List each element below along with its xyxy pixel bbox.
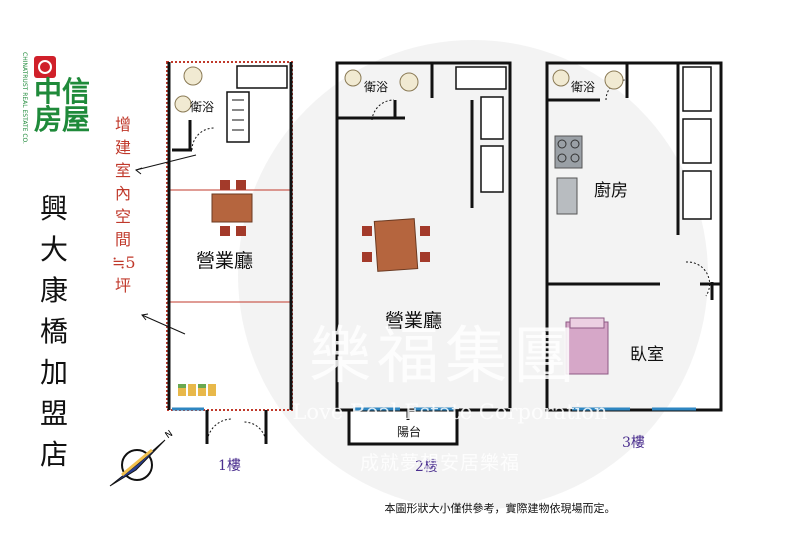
watermark-slogan: 成就夢想安居樂福 [359, 452, 520, 474]
floor-1-stair-upper [236, 65, 288, 89]
store-title: 興大康橋加盟店 [39, 192, 68, 471]
floor-3-label: 3樓 [622, 435, 645, 451]
floor-1-business-hall-label: 營業廳 [196, 250, 254, 272]
floor-1-door-swing [191, 127, 215, 151]
floor-2-toilet-icon [399, 72, 419, 92]
floor-2-balcony-label: 陽台 [397, 425, 422, 439]
floor-3-stove-icon [554, 135, 583, 169]
extension-note: 增建室內空間≒5坪 [112, 115, 136, 295]
watermark-name: 樂福集團 [308, 319, 581, 392]
floor-2-bathroom-label: 衛浴 [364, 80, 389, 94]
floor-3-bathroom-label: 衛浴 [571, 80, 596, 94]
floor-3-bedroom-label: 臥室 [630, 345, 664, 365]
floor-1-toilet-icon [183, 66, 203, 86]
floor-2-plan [335, 61, 512, 446]
floor-3-outline [545, 61, 723, 412]
floor-1-plan [134, 61, 293, 445]
floor-3-bedroom-door [685, 261, 711, 297]
floor-1-chairs-icon [178, 384, 216, 396]
disclaimer-text: 本圖形狀大小僅供參考，實際建物依現場而定。 [384, 502, 616, 515]
floor-3-plan [545, 61, 723, 412]
floor-2-balcony [347, 408, 459, 446]
brand-mark-icon [34, 56, 56, 78]
floor-2-business-hall-label: 營業廳 [385, 310, 443, 332]
brand-english-name: CHINATRUST REAL ESTATE CO. [21, 52, 28, 144]
floor-1-entrance-door [206, 418, 233, 445]
note-arrow-top [135, 154, 197, 171]
floor-3-stair-mid [682, 118, 712, 164]
compass-icon [109, 439, 166, 487]
floor-2-stair-mid [480, 96, 504, 140]
floor-3-stair-bottom [682, 170, 712, 220]
note-arrow-bottom [141, 314, 186, 335]
floor-2-label: 2樓 [415, 459, 438, 475]
floor-3-kitchen-sink-icon [556, 177, 578, 215]
floor-2-stair-top [455, 66, 507, 90]
floor-1-extension-outline [166, 61, 293, 411]
floor-1-label: 1樓 [218, 458, 241, 474]
floor-1-bathroom-label: 衛浴 [190, 100, 215, 114]
floor-2-sink-icon [344, 69, 362, 87]
floor-2-table-icon [373, 218, 419, 272]
floor-3-kitchen-label: 廚房 [594, 181, 628, 201]
brand-name: 中信房屋 [34, 75, 91, 136]
floor-1-sink-icon [174, 95, 192, 113]
brand-logo: CHINATRUST REAL ESTATE CO. 中信房屋 [18, 52, 98, 172]
floor-2-stair-bottom [480, 145, 504, 193]
watermark-english: Love Real Estate Corporation [292, 400, 608, 424]
floor-3-toilet-icon [604, 70, 624, 90]
floor-3-bed-icon [565, 321, 609, 375]
floor-3-stair-top [682, 66, 712, 112]
floor-1-table-icon [211, 193, 253, 223]
floor-3-sink-icon [552, 69, 570, 87]
